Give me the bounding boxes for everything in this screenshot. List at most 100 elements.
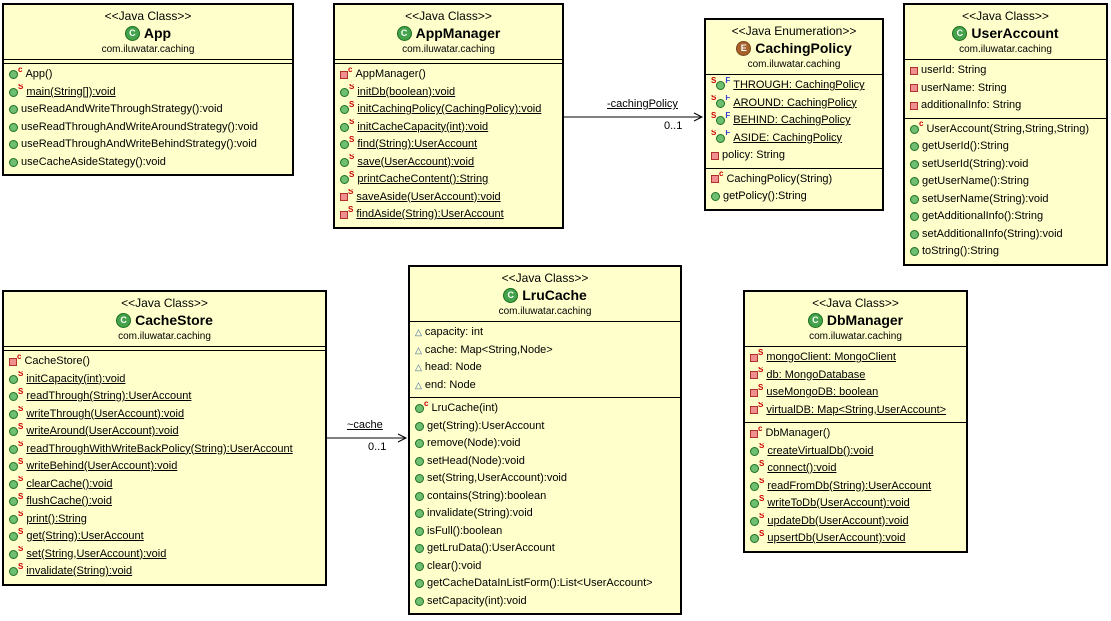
member-row-method[interactable]: createVirtualDb():void [747,443,964,461]
member-row-field[interactable]: useMongoDB: boolean [747,384,964,402]
member-row-method[interactable]: initCapacity(int):void [6,371,323,389]
private-visibility-glyph [711,151,719,160]
member-row-method[interactable]: readThroughWithWriteBackPolicy(String):U… [6,441,323,459]
member-row-method[interactable]: getLruData():UserAccount [412,540,678,558]
member-row-field[interactable]: policy: String [708,147,880,165]
member-row-enum[interactable]: ASIDE: CachingPolicy [708,130,880,148]
member-row-field[interactable]: userId: String [907,62,1104,80]
member-row-method[interactable]: flushCache():void [6,493,323,511]
member-row-field[interactable]: db: MongoDatabase [747,367,964,385]
member-row-method[interactable]: toString():String [907,243,1104,261]
member-row-method[interactable]: connect():void [747,460,964,478]
member-row-method[interactable]: getPolicy():String [708,188,880,206]
member-row-method[interactable]: setAdditionalInfo(String):void [907,226,1104,244]
member-row-method[interactable]: setCapacity(int):void [412,593,678,611]
member-row-method[interactable]: clearCache():void [6,476,323,494]
member-row-method[interactable]: remove(Node):void [412,435,678,453]
package-visibility-glyph [415,346,422,355]
member-row-enum[interactable]: THROUGH: CachingPolicy [708,77,880,95]
member-row-method[interactable]: setUserId(String):void [907,156,1104,174]
member-row-method[interactable]: initCacheCapacity(int):void [337,119,560,137]
public-visibility-glyph [9,374,18,384]
member-row-method[interactable]: save(UserAccount):void [337,154,560,172]
member-row-field[interactable]: end: Node [412,377,678,395]
member-text: getCacheDataInListForm():List<UserAccoun… [427,577,653,589]
member-row-method[interactable]: getUserName():String [907,173,1104,191]
member-row-constructor[interactable]: UserAccount(String,String,String) [907,121,1104,139]
member-row-method[interactable]: setUserName(String):void [907,191,1104,209]
member-row-method[interactable]: saveAside(UserAccount):void [337,189,560,207]
public-static-method-icon [9,87,23,97]
member-row-constructor[interactable]: CacheStore() [6,353,323,371]
member-row-method[interactable]: get(String):UserAccount [412,418,678,436]
class-box-app[interactable]: <<Java Class>>CAppcom.iluwatar.cachingAp… [2,3,294,176]
public-method-icon [711,192,720,202]
public-constructor-icon [910,124,923,134]
static-modifier-badge [18,84,23,92]
member-row-field[interactable]: virtualDB: Map<String,UserAccount> [747,402,964,420]
member-row-constructor[interactable]: DbManager() [747,425,964,443]
member-row-method[interactable]: set(String,UserAccount):void [412,470,678,488]
member-row-field[interactable]: capacity: int [412,324,678,342]
member-row-method[interactable]: readFromDb(String):UserAccount [747,478,964,496]
member-row-method[interactable]: find(String):UserAccount [337,136,560,154]
member-row-method[interactable]: initDb(boolean):void [337,84,560,102]
member-row-method[interactable]: findAside(String):UserAccount [337,206,560,224]
public-static-method-icon [340,157,354,167]
member-row-field[interactable]: userName: String [907,80,1104,98]
member-row-method[interactable]: useCacheAsideStategy():void [6,154,290,172]
member-row-method[interactable]: setHead(Node):void [412,453,678,471]
member-row-method[interactable]: get(String):UserAccount [6,528,323,546]
public-visibility-glyph [340,122,349,132]
public-visibility-glyph [910,177,919,187]
member-row-constructor[interactable]: CachingPolicy(String) [708,171,880,189]
member-row-method[interactable]: printCacheContent():String [337,171,560,189]
member-row-method[interactable]: writeBehind(UserAccount):void [6,458,323,476]
public-static-method-icon [9,549,23,559]
member-row-enum[interactable]: AROUND: CachingPolicy [708,95,880,113]
member-row-method[interactable]: print():String [6,511,323,529]
member-row-method[interactable]: main(String[]):void [6,84,290,102]
association-cache[interactable] [327,433,408,443]
member-row-method[interactable]: writeAround(UserAccount):void [6,423,323,441]
member-row-method[interactable]: initCachingPolicy(CachingPolicy):void [337,101,560,119]
member-row-field[interactable]: additionalInfo: String [907,97,1104,115]
public-method-icon [415,544,424,554]
member-row-constructor[interactable]: LruCache(int) [412,400,678,418]
member-row-field[interactable]: head: Node [412,359,678,377]
member-row-method[interactable]: getCacheDataInListForm():List<UserAccoun… [412,575,678,593]
member-text: setAdditionalInfo(String):void [922,227,1063,240]
member-row-method[interactable]: writeThrough(UserAccount):void [6,406,323,424]
member-row-method[interactable]: getAdditionalInfo():String [907,208,1104,226]
member-text: ASIDE: CachingPolicy [733,131,843,144]
member-row-method[interactable]: updateDb(UserAccount):void [747,513,964,531]
member-row-constructor[interactable]: AppManager() [337,66,560,84]
member-row-method[interactable]: upsertDb(UserAccount):void [747,530,964,548]
member-row-enum[interactable]: BEHIND: CachingPolicy [708,112,880,130]
member-row-method[interactable]: useReadThroughAndWriteAroundStrategy():v… [6,119,290,137]
member-row-method[interactable]: clear():void [412,558,678,576]
public-visibility-glyph [9,549,18,559]
member-row-method[interactable]: useReadAndWriteThroughStrategy():void [6,101,290,119]
member-row-method[interactable]: writeToDb(UserAccount):void [747,495,964,513]
member-row-method[interactable]: invalidate(String):void [6,563,323,581]
member-row-method[interactable]: useReadThroughAndWriteBehindStrategy():v… [6,136,290,154]
member-row-method[interactable]: getUserId():String [907,138,1104,156]
member-row-field[interactable]: mongoClient: MongoClient [747,349,964,367]
member-row-field[interactable]: cache: Map<String,Node> [412,342,678,360]
member-row-method[interactable]: readThrough(String):UserAccount [6,388,323,406]
member-row-method[interactable]: invalidate(String):void [412,505,678,523]
member-row-constructor[interactable]: App() [6,66,290,84]
public-static-method-icon [340,175,354,185]
member-row-method[interactable]: contains(String):boolean [412,488,678,506]
member-row-method[interactable]: isFull():boolean [412,523,678,541]
private-constructor-icon [340,70,352,79]
member-text: upsertDb(UserAccount):void [767,532,906,544]
member-row-method[interactable]: set(String,UserAccount):void [6,546,323,564]
